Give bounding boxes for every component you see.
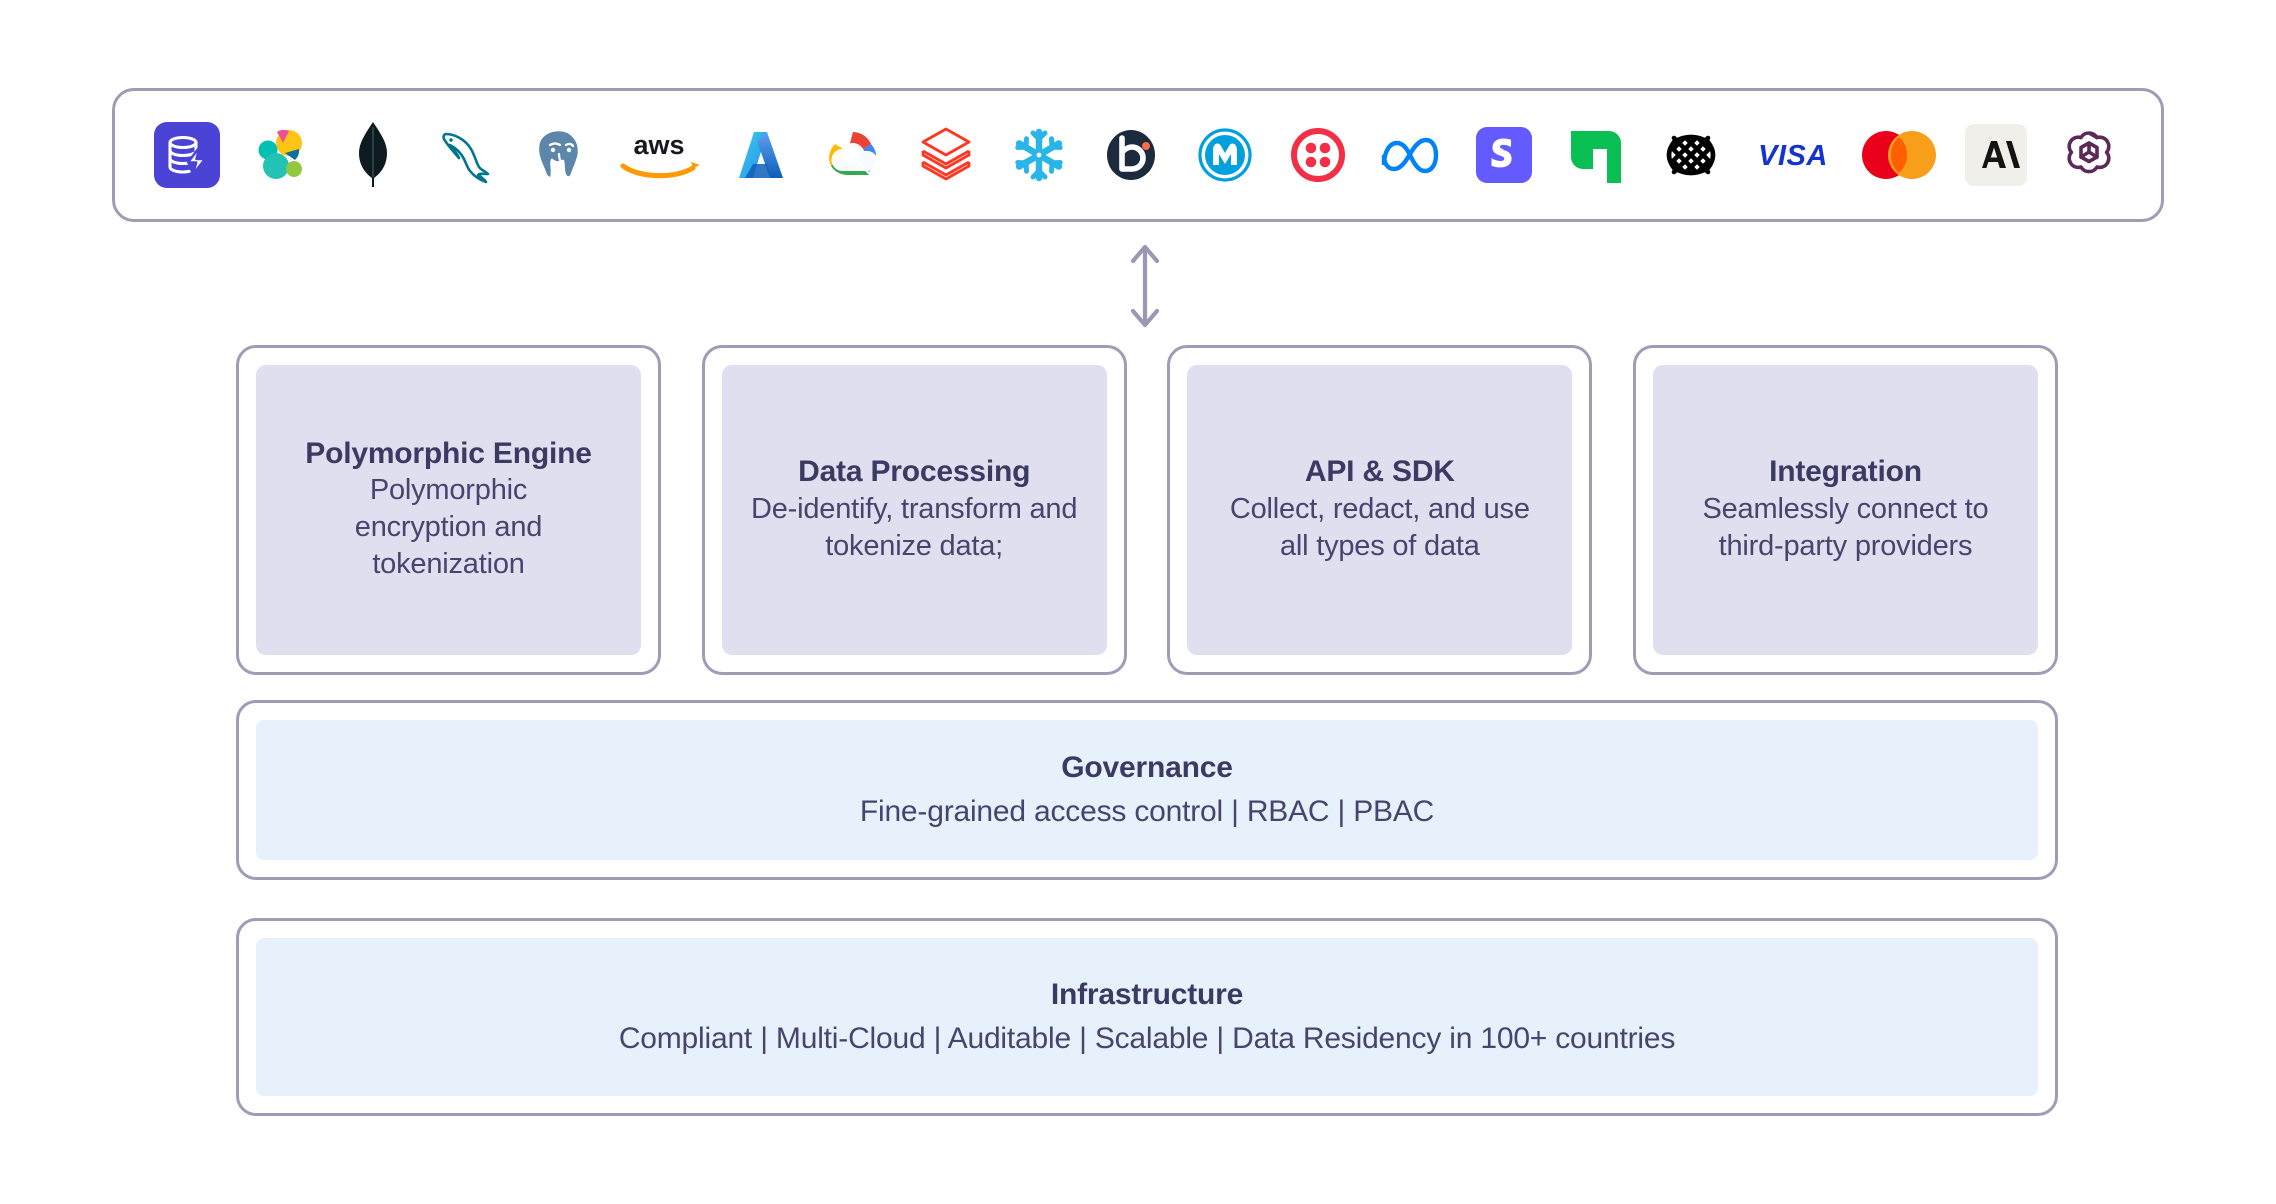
card-description: De-identify, transform and tokenize data…: [751, 492, 1078, 562]
band-description: Fine-grained access control | RBAC | PBA…: [859, 794, 1435, 828]
databricks-logo: [904, 113, 988, 197]
card-description: Polymorphic encryption and tokenization: [354, 474, 543, 581]
card-integration: Integration Seamlessly connect to third-…: [1632, 345, 2058, 675]
adyen-logo: [1555, 113, 1639, 197]
braze-icon: [1102, 125, 1162, 185]
card-title: Data Processing: [798, 455, 1031, 489]
mongodb-logo: [331, 113, 415, 197]
bidirectional-arrow: [1124, 240, 1166, 332]
stripe-logo: [1462, 113, 1546, 197]
card-inner-panel: API & SDK Collect, redact, and use all t…: [1187, 365, 1573, 655]
svg-text:aws: aws: [634, 130, 685, 160]
database-bolt-icon: [154, 122, 220, 188]
card-title: Polymorphic Engine: [305, 436, 592, 470]
anthropic-logo: [1954, 113, 2038, 197]
card-inner-panel: Data Processing De-identify, transform a…: [721, 365, 1107, 655]
svg-text:VISA: VISA: [1758, 140, 1828, 172]
openai-icon: [2059, 125, 2119, 185]
google-cloud-logo: [811, 113, 895, 197]
card-inner-panel: Integration Seamlessly connect to third-…: [1652, 365, 2038, 655]
elasticsearch-logo: [238, 113, 322, 197]
openai-logo: [2047, 113, 2131, 197]
stripe-icon: [1476, 127, 1533, 183]
card-api-sdk: API & SDK Collect, redact, and use all t…: [1167, 345, 1593, 675]
mulesoft-icon: [1196, 126, 1254, 184]
azure-icon: [731, 126, 789, 184]
card-title: Integration: [1769, 455, 1922, 489]
mongodb-leaf-icon: [356, 121, 390, 189]
elasticsearch-icon: [249, 124, 311, 186]
aws-logo: aws: [610, 113, 708, 197]
braze-logo: [1090, 113, 1174, 197]
band-inner-panel: Governance Fine-grained access control |…: [256, 720, 2038, 860]
aws-icon: aws: [613, 128, 705, 182]
twilio-logo: [1276, 113, 1360, 197]
databricks-icon: [917, 124, 975, 186]
band-title: Governance: [1061, 750, 1233, 784]
bolt-lattice-icon: [1662, 126, 1720, 184]
visa-icon: VISA: [1745, 138, 1841, 172]
meta-icon: [1378, 134, 1444, 176]
meta-logo: [1369, 113, 1453, 197]
skyflow-vault-logo: [145, 113, 229, 197]
adyen-icon: [1571, 127, 1623, 183]
twilio-icon: [1289, 126, 1347, 184]
integrations-logo-bar: aws: [112, 88, 2164, 222]
card-description: Collect, redact, and use all types of da…: [1229, 492, 1530, 562]
mysql-dolphin-icon: [434, 123, 498, 187]
card-title: API & SDK: [1304, 455, 1455, 489]
mastercard-logo: [1853, 113, 1945, 197]
azure-logo: [718, 113, 802, 197]
card-inner-panel: Polymorphic Engine Polymorphic encryptio…: [256, 365, 641, 655]
anthropic-icon: [1964, 124, 2027, 186]
band-description: Compliant | Multi-Cloud | Auditable | Sc…: [618, 1021, 1676, 1055]
card-data-processing: Data Processing De-identify, transform a…: [701, 345, 1127, 675]
band-governance: Governance Fine-grained access control |…: [236, 700, 2058, 880]
mysql-logo: [424, 113, 508, 197]
capability-card-row: Polymorphic Engine Polymorphic encryptio…: [236, 345, 2058, 675]
snowflake-logo: [997, 113, 1081, 197]
visa-logo: VISA: [1742, 113, 1844, 197]
band-infrastructure: Infrastructure Compliant | Multi-Cloud |…: [236, 918, 2058, 1116]
mulesoft-logo: [1183, 113, 1267, 197]
google-cloud-icon: [822, 128, 884, 182]
band-title: Infrastructure: [1050, 977, 1244, 1011]
bolt-logo: [1649, 113, 1733, 197]
snowflake-icon: [1010, 126, 1068, 184]
band-inner-panel: Infrastructure Compliant | Multi-Cloud |…: [256, 938, 2038, 1096]
postgresql-elephant-icon: [528, 124, 590, 186]
mastercard-icon: [1856, 129, 1942, 181]
card-polymorphic-engine: Polymorphic Engine Polymorphic encryptio…: [236, 345, 661, 675]
postgresql-logo: [517, 113, 601, 197]
card-description: Seamlessly connect to third-party provid…: [1702, 492, 1989, 562]
